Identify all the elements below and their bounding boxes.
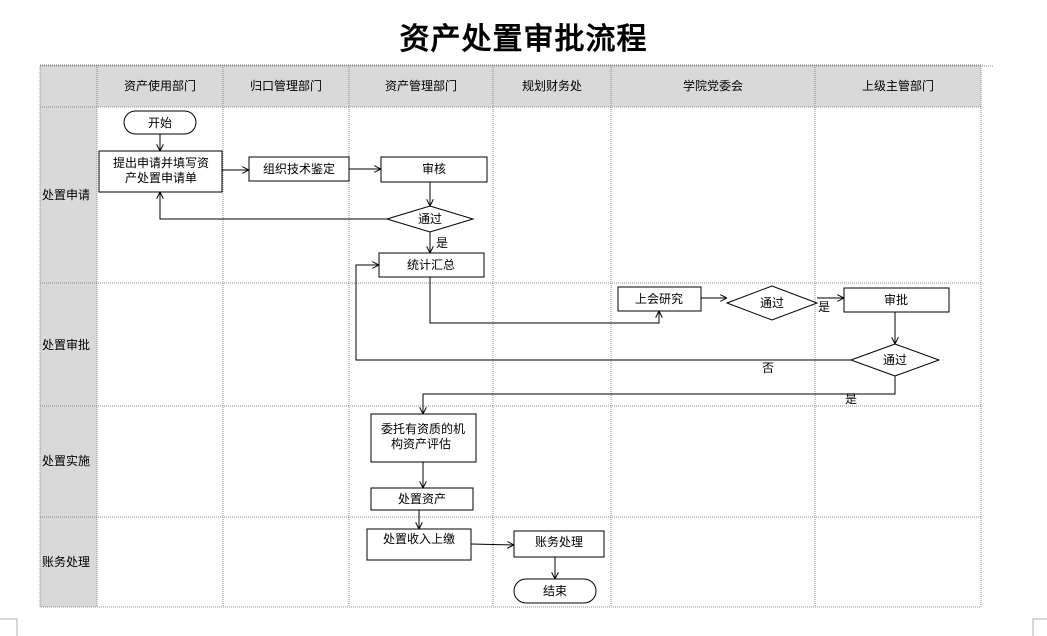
swimlane-grid	[39, 64, 982, 608]
decision-node-3	[849, 343, 941, 377]
decision-node-2	[725, 285, 819, 321]
tech-appraisal-node	[248, 156, 350, 182]
phase-label: 账务处理	[42, 554, 90, 569]
tech-appraisal-label: 组织技术鉴定	[263, 161, 335, 176]
start-label: 开始	[148, 116, 172, 130]
edge-label-yes: 是	[818, 300, 830, 314]
entrust-label-line2: 构资产评估	[391, 436, 451, 451]
approval-node	[843, 287, 950, 313]
meeting-node	[617, 286, 702, 312]
column-header: 资产使用部门	[124, 78, 196, 93]
meeting-label: 上会研究	[635, 291, 683, 306]
dispose-node	[370, 487, 474, 511]
header-row	[40, 65, 981, 107]
phase-column	[40, 107, 97, 607]
column-header: 学院党委会	[683, 78, 743, 93]
decision-node-1	[385, 205, 475, 233]
edge	[470, 544, 514, 545]
edge	[423, 376, 896, 414]
edge-label-yes: 是	[436, 236, 448, 250]
column-header: 资产管理部门	[385, 78, 457, 93]
column-header: 规划财务处	[522, 78, 582, 93]
accounting-label: 账务处理	[535, 534, 583, 549]
summary-node	[378, 252, 485, 278]
accounting-node	[513, 530, 605, 558]
summary-label: 统计汇总	[407, 258, 455, 272]
phase-label: 处置申请	[42, 188, 90, 202]
edge	[160, 192, 387, 220]
column-header: 归口管理部门	[250, 78, 322, 93]
flow-edges	[160, 134, 895, 579]
approval-label: 审批	[884, 292, 908, 307]
entrust-label-line1: 委托有资质的机	[381, 421, 465, 436]
edge-label-no: 否	[762, 361, 774, 375]
edge-label-yes: 是	[845, 392, 857, 406]
review-label: 审核	[422, 161, 446, 176]
column-header: 上级主管部门	[862, 78, 934, 93]
edge	[429, 277, 659, 324]
decision-label-3: 通过	[883, 353, 907, 367]
apply-label-line1: 提出申请并填写资	[113, 155, 209, 170]
end-label: 结束	[543, 584, 567, 598]
phase-label: 处置审批	[42, 337, 90, 352]
phase-label: 处置实施	[42, 453, 90, 468]
revenue-label: 处置收入上缴	[383, 531, 455, 546]
page-corner-marks	[0, 618, 1047, 636]
review-node	[380, 156, 488, 183]
dispose-label: 处置资产	[398, 492, 446, 506]
apply-label-line2: 产处置申请单	[125, 171, 197, 185]
page-title: 资产处置审批流程	[399, 22, 648, 57]
edge	[355, 265, 851, 361]
decision-label-1: 通过	[418, 212, 442, 226]
decision-label-2: 通过	[760, 296, 784, 310]
